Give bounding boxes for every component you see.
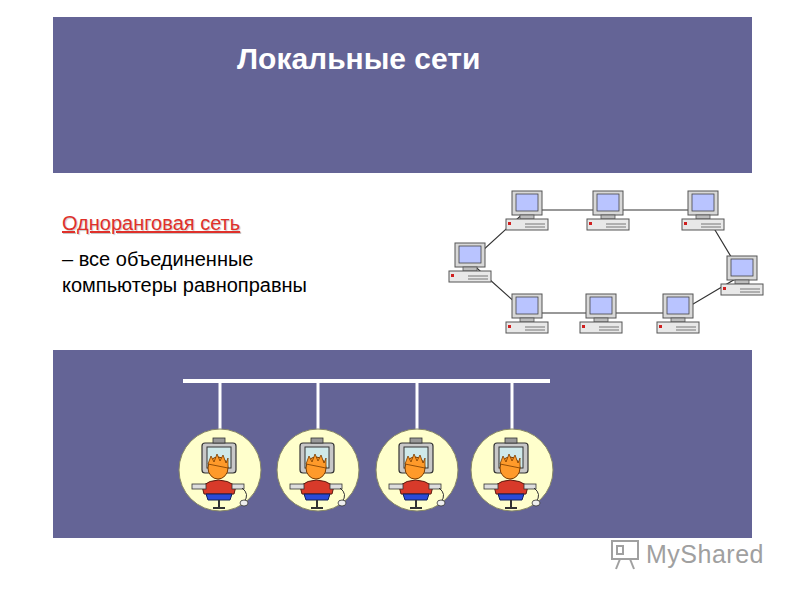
slide-title: Локальные сети bbox=[237, 42, 480, 76]
term-heading: Одноранговая сеть bbox=[62, 212, 240, 235]
watermark-icon bbox=[612, 541, 638, 569]
bus-panel bbox=[53, 350, 752, 538]
bus-users bbox=[179, 429, 553, 511]
watermark: MyShared bbox=[646, 540, 764, 569]
ring-computers bbox=[449, 191, 763, 333]
bus-line bbox=[183, 381, 550, 430]
term-definition: – все объединенные компьютеры равноправн… bbox=[62, 246, 347, 298]
title-band bbox=[53, 17, 752, 173]
